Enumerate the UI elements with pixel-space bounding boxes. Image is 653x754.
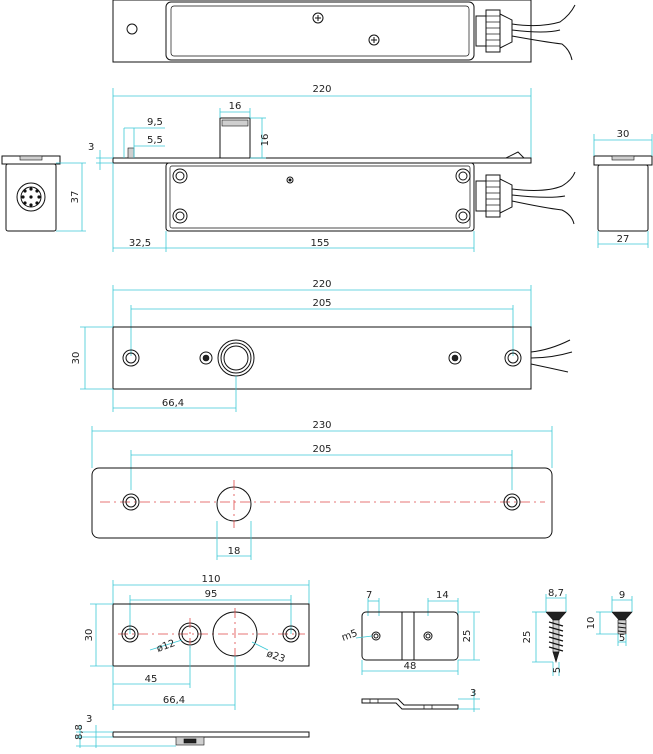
dim-plate-total-length: 230 [312, 420, 331, 431]
plate-view: 230 205 18 [91, 420, 553, 560]
dim-strike-thickness: 3 [86, 714, 92, 725]
front-view: 220 205 30 66,4 [71, 279, 573, 412]
screw: 8,7 25 5 [522, 588, 567, 676]
dim-strike-height: 30 [84, 629, 95, 642]
strike-plate: 110 95 ø12 ø23 30 45 66,4 [84, 574, 310, 710]
dim-small-screw-head: 9 [619, 590, 625, 601]
dim-bracket-thickness: 3 [470, 688, 476, 699]
dim-strike-total: 8,8 [74, 724, 85, 740]
strike-side-view: 3 8,8 [74, 714, 310, 748]
dim-screw-tip: 5 [552, 667, 563, 673]
screw-icon [368, 34, 380, 46]
screw-icon [312, 12, 324, 24]
dim-bracket-left-offset: 7 [366, 590, 372, 601]
screw-icon [448, 351, 462, 365]
dim-small-screw-length: 10 [586, 617, 597, 630]
dim-bolt-width: 16 [229, 101, 242, 112]
dim-bolt-height: 16 [260, 134, 271, 147]
end-view-right: 30 27 [593, 129, 653, 248]
dim-front-total-length: 220 [312, 279, 331, 290]
end-view-left: 37 [1, 155, 86, 232]
dim-small-screw-tip: 5 [619, 633, 625, 644]
small-screw: 9 10 5 [586, 590, 633, 646]
dim-large-hole: ø23 [265, 648, 286, 665]
cable [511, 4, 576, 61]
dim-bolt-offset: 66,4 [162, 398, 184, 409]
bracket: 7 14 m5 25 48 3 [340, 590, 480, 712]
top-view [112, 0, 576, 63]
dim-strike-total-length: 110 [201, 574, 220, 585]
screw-icon [199, 351, 213, 365]
side-view: 220 9,5 5,5 3 16 16 [88, 84, 576, 252]
dim-bracket-right-width: 14 [436, 590, 449, 601]
dim-top-width: 30 [617, 129, 630, 140]
dim-body-length: 155 [310, 238, 329, 249]
dim-front-hole-spacing: 205 [312, 298, 331, 309]
dim-screw-head: 8,7 [548, 588, 564, 599]
dim-bracket-width: 48 [404, 661, 417, 672]
dim-small-hole: ø12 [155, 638, 176, 655]
dim-flange-3: 3 [88, 142, 94, 153]
dim-flange-5-5: 5,5 [147, 135, 163, 146]
dim-plate-hole-spacing: 205 [312, 444, 331, 455]
dim-bracket-height: 25 [462, 630, 473, 643]
cable-gland [475, 174, 513, 218]
dim-plate-hole-diameter: 18 [228, 546, 241, 557]
dim-bottom-width: 27 [617, 234, 630, 245]
cable-gland [475, 9, 513, 53]
dim-strike-hole-spacing: 95 [205, 589, 218, 600]
dim-large-offset: 66,4 [163, 695, 185, 706]
dim-small-offset: 45 [145, 674, 158, 685]
dim-front-height: 30 [71, 352, 82, 365]
dim-side-total-length: 220 [312, 84, 331, 95]
dim-screw-length: 25 [522, 631, 533, 644]
dim-offset: 32,5 [129, 238, 151, 249]
dim-bracket-thread: m5 [340, 628, 359, 644]
bolt-hole [217, 339, 255, 377]
dim-height: 37 [70, 191, 81, 204]
dim-flange-9-5: 9,5 [147, 117, 163, 128]
